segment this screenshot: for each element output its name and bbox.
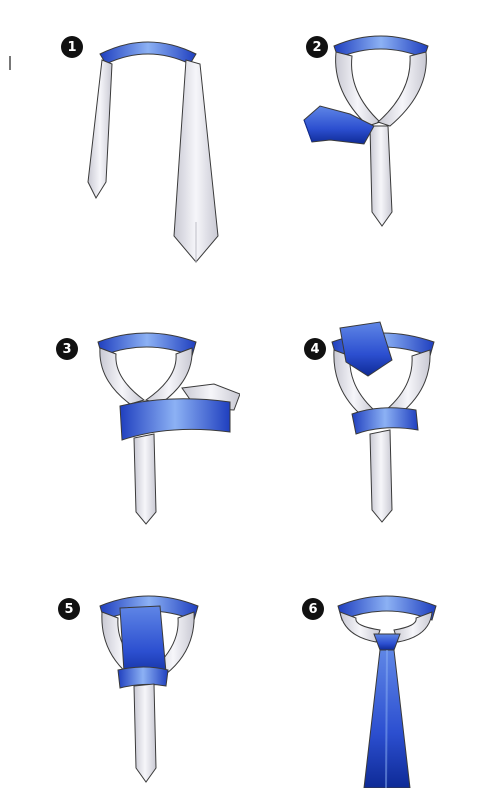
step-1: 1 (0, 22, 240, 284)
tie-illustration-step-4 (240, 284, 480, 546)
step-5: 5 (0, 546, 240, 808)
step-number-badge: 6 (302, 598, 324, 620)
tie-illustration-step-5 (0, 546, 240, 788)
tie-illustration-step-3 (0, 284, 240, 546)
step-number-badge: 3 (56, 338, 78, 360)
step-number-badge: 2 (306, 36, 328, 58)
step-number-badge: 1 (61, 36, 83, 58)
tie-knot-diagram: 1 2 3 (0, 0, 480, 788)
step-4: 4 (240, 284, 480, 546)
step-number-badge: 5 (58, 598, 80, 620)
step-6: 6 (240, 546, 480, 808)
tie-illustration-step-2 (240, 22, 480, 284)
tie-illustration-step-6 (240, 546, 480, 788)
tie-illustration-step-1 (0, 22, 240, 284)
step-2: 2 (240, 22, 480, 284)
step-3: 3 (0, 284, 240, 546)
step-number-badge: 4 (304, 338, 326, 360)
